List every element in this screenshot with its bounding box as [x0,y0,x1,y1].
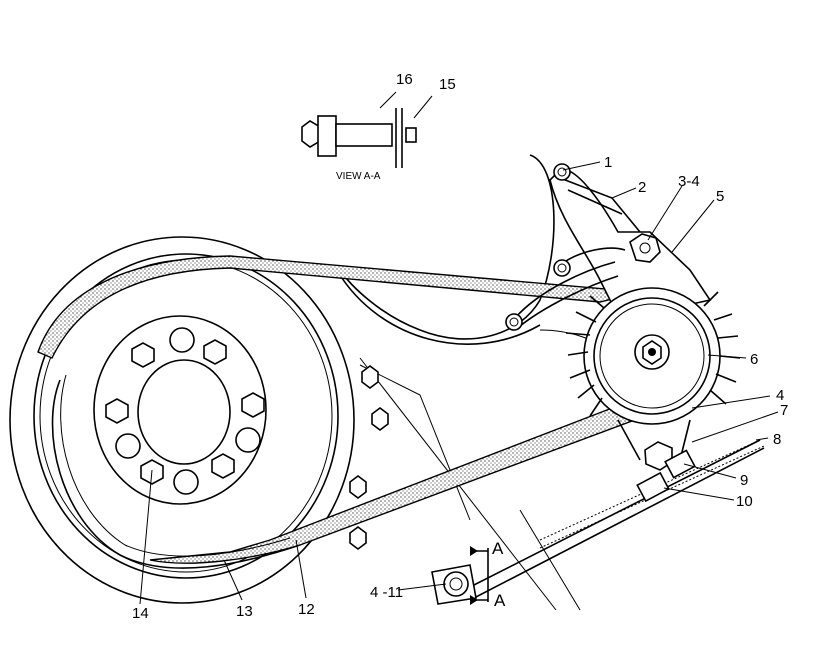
crankshaft-pulley [9,236,355,604]
callout-7: 7 [780,402,788,419]
callout-3-4: 3-4 [678,173,700,190]
callout-15: 15 [439,76,456,93]
callout-4-11: 4 -11 [370,584,403,601]
callout-8: 8 [773,431,781,448]
alternator [565,287,741,461]
callout-2: 2 [638,179,646,196]
callout-5: 5 [716,188,724,205]
section-letter-bottom: A [494,591,506,610]
leader-lines [139,161,779,605]
view-a-a-inset [301,91,433,168]
callout-13: 13 [236,603,253,620]
section-letter-top: A [492,539,504,558]
callout-4: 4 [776,387,784,404]
callout-1: 1 [604,154,612,171]
callout-9: 9 [740,472,748,489]
callout-14: 14 [132,605,149,622]
section-marker [470,546,489,605]
callout-12: 12 [298,601,315,618]
callout-10: 10 [736,493,753,510]
engine-housing [337,154,611,611]
callout-6: 6 [750,351,758,368]
view-caption: VIEW A-A [336,171,381,182]
hub-bolts [105,327,265,495]
callout-16: 16 [396,71,413,88]
